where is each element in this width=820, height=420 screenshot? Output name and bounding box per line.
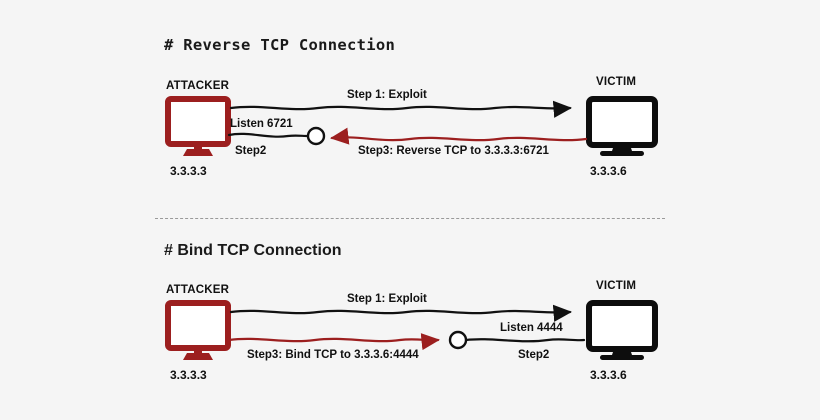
attacker-title-label: ATTACKER [166,284,230,296]
section-heading-bind-tcp: # Bind TCP Connection [164,242,342,259]
edge-label-step2-bind: Step2 [518,349,550,361]
edge-payload-line-reverse [330,127,588,145]
victim-ip-label-bind: 3.3.3.6 [590,368,627,382]
victim-monitor-icon-bind [586,300,658,362]
node-attacker-reverse: ATTACKER [166,80,229,92]
victim-monitor-icon-reverse [586,96,658,158]
node-victim-bind: VICTIM [596,280,636,292]
section-divider [155,218,665,219]
edge-label-exploit-reverse: Step 1: Exploit [347,89,427,101]
victim-title-label: VICTIM [596,76,637,88]
section-heading-reverse-tcp: # Reverse TCP Connection [164,36,396,54]
attacker-title-label: ATTACKER [166,80,230,92]
edge-label-payload-bind: Step3: Bind TCP to 3.3.3.6:4444 [247,349,419,361]
edge-exploit-line-reverse [229,100,572,118]
edge-label-step2-reverse: Step2 [235,145,267,157]
edge-payload-line-bind [227,333,440,351]
victim-ip-label-reverse: 3.3.3.6 [590,164,627,178]
attacker-ip-label-bind: 3.3.3.3 [170,368,207,382]
node-attacker-bind: ATTACKER [166,284,229,296]
attacker-monitor-icon-bind [165,300,235,362]
edge-label-listen-reverse: Listen 6721 [230,118,293,130]
edge-label-exploit-bind: Step 1: Exploit [347,293,427,305]
edges-bind-tcp [227,304,586,351]
edge-exploit-line-bind [229,304,572,322]
edge-label-payload-reverse: Step3: Reverse TCP to 3.3.3.3:6721 [358,145,549,157]
edge-listener-line-bind [464,338,586,343]
edge-label-listen-bind: Listen 4444 [500,322,563,334]
attacker-ip-label-reverse: 3.3.3.3 [170,164,207,178]
socket-circle-icon-bind [448,330,468,350]
socket-circle-icon-reverse [306,126,326,146]
edges-reverse-tcp [227,100,588,146]
node-victim-reverse: VICTIM [596,76,636,88]
edge-listener-line-reverse [227,132,310,138]
victim-title-label: VICTIM [596,280,637,292]
attacker-monitor-icon-reverse [165,96,235,158]
